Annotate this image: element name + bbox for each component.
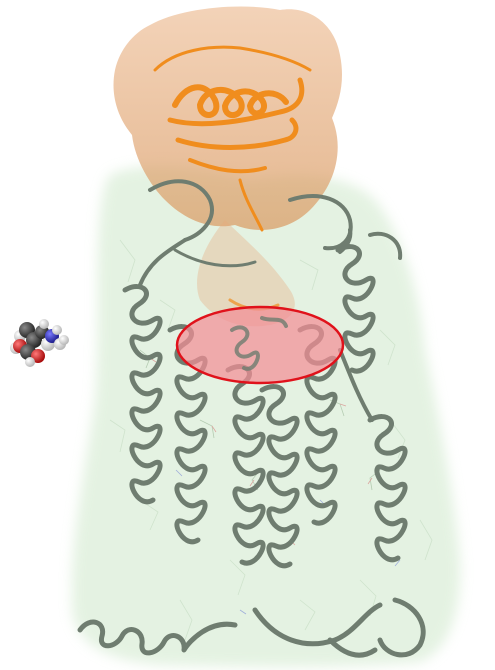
ligand-molecule (10, 319, 69, 367)
binding-site-highlight (177, 307, 343, 383)
